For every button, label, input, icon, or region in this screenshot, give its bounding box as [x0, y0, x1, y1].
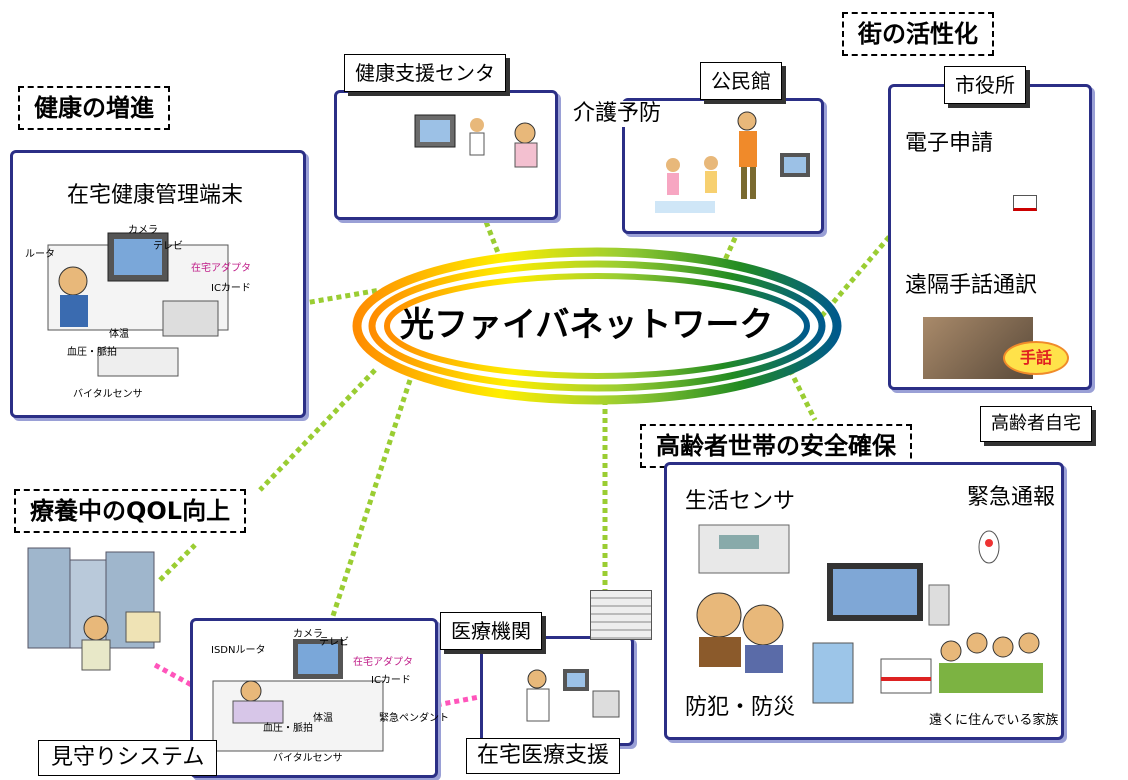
elderly-item-life-sensor: 生活センサ: [685, 489, 796, 514]
network-title: 光ファイバネットワーク: [400, 305, 774, 345]
part-blood-pressure-2: 血圧・脈拍: [263, 723, 313, 734]
part-router: ルータ: [25, 249, 55, 260]
part-vital-sensor-2: バイタルセンサ: [273, 753, 343, 764]
elderly-home-illustration: [696, 524, 1043, 704]
monitoring-panel: ISDNルータ カメラ テレビ 在宅アダプタ ICカード 体温 血圧・脈拍 緊急…: [190, 618, 449, 778]
server-icon: [590, 590, 652, 640]
health-center-label: 健康支援センタ: [344, 54, 506, 92]
home-health-panel: 在宅健康管理端末 カメラ テレビ ルータ 在宅アダプタ ICカード 体温 血圧・…: [10, 150, 306, 418]
home-health-title: 在宅健康管理端末: [67, 183, 244, 208]
monitoring-illustration: [212, 639, 384, 752]
health-center-panel: [334, 90, 558, 220]
part-tv: テレビ: [153, 241, 183, 252]
category-qol: 療養中のQOL向上: [14, 489, 247, 533]
home-health-illustration: [47, 232, 229, 377]
sign-language-badge: 手話: [1003, 341, 1069, 375]
part-adapter-2: 在宅アダプタ: [353, 657, 413, 668]
city-hall-label: 市役所: [944, 66, 1026, 104]
community-hall-caption: 介護予防: [570, 101, 665, 127]
part-tv-2: テレビ: [319, 637, 349, 648]
medical-panel: [480, 636, 634, 746]
city-hall-item-e-application: 電子申請: [905, 131, 994, 156]
medical-caption: 在宅医療支援: [466, 738, 621, 774]
community-hall-label: 公民館: [700, 62, 782, 100]
community-hall-illustration: [655, 111, 810, 213]
part-vital-sensor: バイタルセンサ: [73, 389, 143, 400]
part-emergency-pendant: 緊急ペンダント: [379, 713, 449, 724]
part-camera-2: カメラ: [293, 629, 323, 640]
distant-family-label: 遠くに住んでいる家族: [929, 713, 1059, 728]
part-camera: カメラ: [128, 225, 158, 236]
part-isdn-router: ISDNルータ: [211, 645, 266, 656]
elderly-item-crime-disaster: 防犯・防災: [685, 695, 796, 720]
category-elderly: 高齢者世帯の安全確保: [640, 424, 912, 468]
elderly-home-panel: 生活センサ 緊急通報 防犯・防災 遠くに住んでいる家族: [664, 462, 1064, 740]
fiber-ring-icon: [352, 247, 842, 405]
medical-label: 医療機関: [440, 612, 542, 650]
part-ic-card-2: ICカード: [371, 675, 411, 686]
category-health: 健康の増進: [18, 86, 170, 130]
part-blood-pressure: 血圧・脈拍: [67, 347, 117, 358]
elderly-home-label: 高齢者自宅: [980, 406, 1092, 442]
part-ic-card: ICカード: [211, 283, 251, 294]
city-hall-item-sign-language: 遠隔手話通訳: [905, 273, 1038, 298]
monitoring-label: 見守りシステム: [38, 740, 218, 776]
part-temperature-2: 体温: [313, 713, 333, 724]
medical-illustration: [526, 669, 620, 722]
part-adapter: 在宅アダプタ: [191, 263, 251, 274]
elderly-item-emergency-call: 緊急通報: [967, 485, 1056, 510]
city-hall-panel: 電子申請 遠隔手話通訳 手話: [888, 84, 1092, 390]
category-city: 街の活性化: [842, 12, 994, 56]
ambulance-icon: [1013, 195, 1037, 211]
part-temperature: 体温: [109, 329, 129, 340]
health-center-illustration: [414, 114, 538, 168]
